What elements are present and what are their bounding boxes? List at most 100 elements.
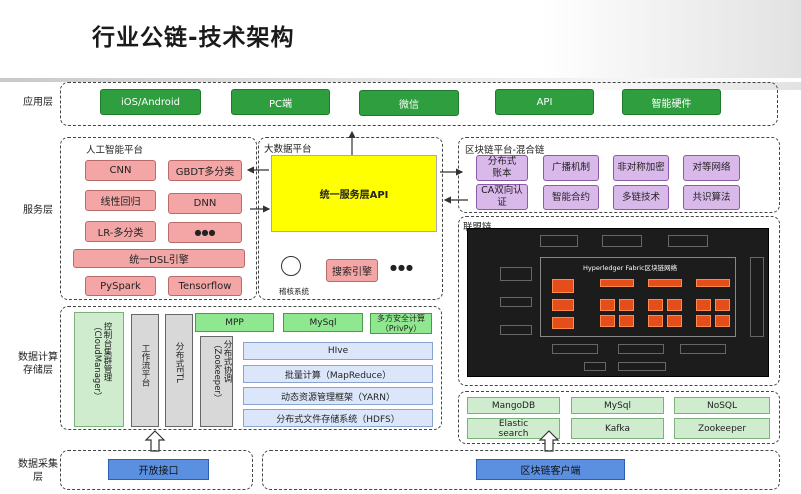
zookeeper-coord-label: 分布式协调（Zookeeper） bbox=[212, 340, 232, 403]
hive-box: HIve bbox=[243, 342, 433, 360]
chain-p2p: 对等网络 bbox=[683, 155, 740, 181]
app-pc-button[interactable]: PC端 bbox=[231, 89, 330, 115]
fabric-node bbox=[602, 235, 642, 247]
up-arrow-icon bbox=[538, 430, 560, 452]
fabric-org-node bbox=[552, 279, 574, 293]
fabric-peer bbox=[667, 315, 682, 327]
etl-label: 分布式ETL bbox=[174, 342, 184, 383]
fabric-peer bbox=[619, 299, 634, 311]
db-mangodb: MangoDB bbox=[467, 397, 560, 414]
layer-label-app: 应用层 bbox=[23, 97, 53, 108]
fabric-peer bbox=[619, 315, 634, 327]
db-mysql: MySql bbox=[571, 397, 664, 414]
fabric-peer bbox=[648, 299, 663, 311]
header-decoration bbox=[541, 0, 801, 90]
db-nosql: NoSQL bbox=[674, 397, 770, 414]
etl-column bbox=[165, 314, 193, 427]
fabric-peer bbox=[667, 299, 682, 311]
bigdata-platform-title: 大数据平台 bbox=[264, 144, 312, 155]
db-zookeeper: Zookeeper bbox=[674, 418, 770, 439]
ai-more: ●●● bbox=[168, 222, 242, 243]
search-engine: 搜索引擎 bbox=[326, 259, 378, 282]
monitor-icon bbox=[281, 256, 301, 276]
app-wechat-button[interactable]: 微信 bbox=[359, 90, 459, 116]
fabric-title: Hyperledger Fabric区块链网络 bbox=[583, 264, 678, 272]
ai-lr-multiclass: LR-多分类 bbox=[85, 221, 156, 242]
monitor-label: 稽核系统 bbox=[279, 287, 309, 296]
db-elasticsearch: Elastic search bbox=[467, 418, 560, 439]
fabric-node bbox=[500, 325, 532, 335]
yarn-box: 动态资源管理框架（YARN） bbox=[243, 387, 433, 405]
ai-tensorflow: Tensorflow bbox=[168, 276, 242, 296]
fabric-ca-service bbox=[648, 279, 682, 287]
fabric-peer bbox=[600, 299, 615, 311]
ai-pyspark: PySpark bbox=[85, 276, 156, 296]
zookeeper-column bbox=[200, 336, 233, 427]
fabric-ca-service bbox=[696, 279, 730, 287]
open-interface-button[interactable]: 开放接口 bbox=[108, 459, 209, 480]
mysql-box: MySql bbox=[283, 313, 363, 332]
db-layer-frame bbox=[458, 391, 780, 444]
up-arrow-icon bbox=[144, 430, 166, 452]
chain-broadcast: 广播机制 bbox=[543, 155, 599, 181]
ai-platform-frame bbox=[60, 137, 257, 300]
fabric-peer bbox=[696, 315, 711, 327]
fabric-org-node bbox=[552, 299, 574, 311]
mpp-box: MPP bbox=[195, 313, 274, 332]
app-api-button[interactable]: API bbox=[495, 89, 594, 115]
fabric-peer bbox=[715, 315, 730, 327]
workflow-label: 工作流平台 bbox=[140, 344, 150, 387]
blockchain-client-button[interactable]: 区块链客户端 bbox=[476, 459, 625, 480]
fabric-node bbox=[680, 344, 726, 354]
fabric-ca-service bbox=[600, 279, 634, 287]
privpy-box: 多方安全计算（PrivPy） bbox=[370, 313, 432, 334]
chain-ledger: 分布式 账本 bbox=[476, 155, 528, 181]
mapreduce-box: 批量计算（MapReduce） bbox=[243, 365, 433, 383]
fabric-peer bbox=[600, 315, 615, 327]
app-hardware-button[interactable]: 智能硬件 bbox=[622, 89, 721, 115]
fabric-node bbox=[618, 362, 666, 371]
fabric-peer bbox=[715, 299, 730, 311]
chain-smart-contract: 智能合约 bbox=[543, 185, 599, 210]
fabric-network-diagram: Hyperledger Fabric区块链网络 bbox=[467, 228, 769, 377]
data-layer-frame bbox=[60, 306, 442, 430]
chain-consensus: 共识算法 bbox=[683, 185, 740, 210]
chain-ca-auth: CA双向认 证 bbox=[476, 184, 528, 210]
fabric-node bbox=[540, 235, 578, 247]
blockchain-platform-title: 区块链平台-混合链 bbox=[465, 145, 545, 156]
app-ios-android-button[interactable]: iOS/Android bbox=[100, 89, 201, 115]
fabric-node bbox=[552, 344, 598, 354]
ai-platform-title: 人工智能平台 bbox=[86, 145, 144, 156]
page-title: 行业公链-技术架构 bbox=[92, 25, 295, 51]
fabric-side-node bbox=[750, 257, 764, 337]
chain-asymmetric: 非对称加密 bbox=[613, 155, 669, 181]
alliance-chain-frame bbox=[458, 216, 780, 386]
fabric-node bbox=[618, 344, 664, 354]
fabric-node bbox=[668, 235, 708, 247]
fabric-node bbox=[500, 267, 532, 281]
ai-gbdt: GBDT多分类 bbox=[168, 160, 242, 181]
layer-label-data: 数据计算存储层 bbox=[18, 352, 58, 376]
ai-cnn: CNN bbox=[85, 160, 156, 181]
chain-multichain: 多链技术 bbox=[613, 185, 669, 210]
hdfs-box: 分布式文件存储系统（HDFS） bbox=[243, 409, 433, 427]
layer-label-service: 服务层 bbox=[23, 205, 53, 216]
ai-linear-regression: 线性回归 bbox=[85, 190, 156, 211]
fabric-node bbox=[584, 362, 606, 371]
ai-dnn: DNN bbox=[168, 193, 242, 214]
unified-api-box: 统一服务层API bbox=[271, 155, 437, 232]
workflow-column bbox=[131, 314, 159, 427]
fabric-peer bbox=[696, 299, 711, 311]
collect-client-frame bbox=[262, 450, 780, 490]
bigdata-more: ●●● bbox=[390, 263, 414, 272]
collect-open-frame bbox=[60, 450, 253, 490]
ai-dsl-engine: 统一DSL引擎 bbox=[73, 249, 245, 268]
app-layer-frame bbox=[60, 82, 778, 126]
cloud-manager-label: 控制台集群管理（CloudManager） bbox=[92, 322, 112, 401]
layer-label-collect: 数据采集层 bbox=[18, 459, 58, 483]
fabric-peer bbox=[648, 315, 663, 327]
fabric-network-frame bbox=[540, 257, 736, 337]
cloud-manager-column bbox=[74, 312, 124, 427]
fabric-node bbox=[500, 297, 532, 307]
